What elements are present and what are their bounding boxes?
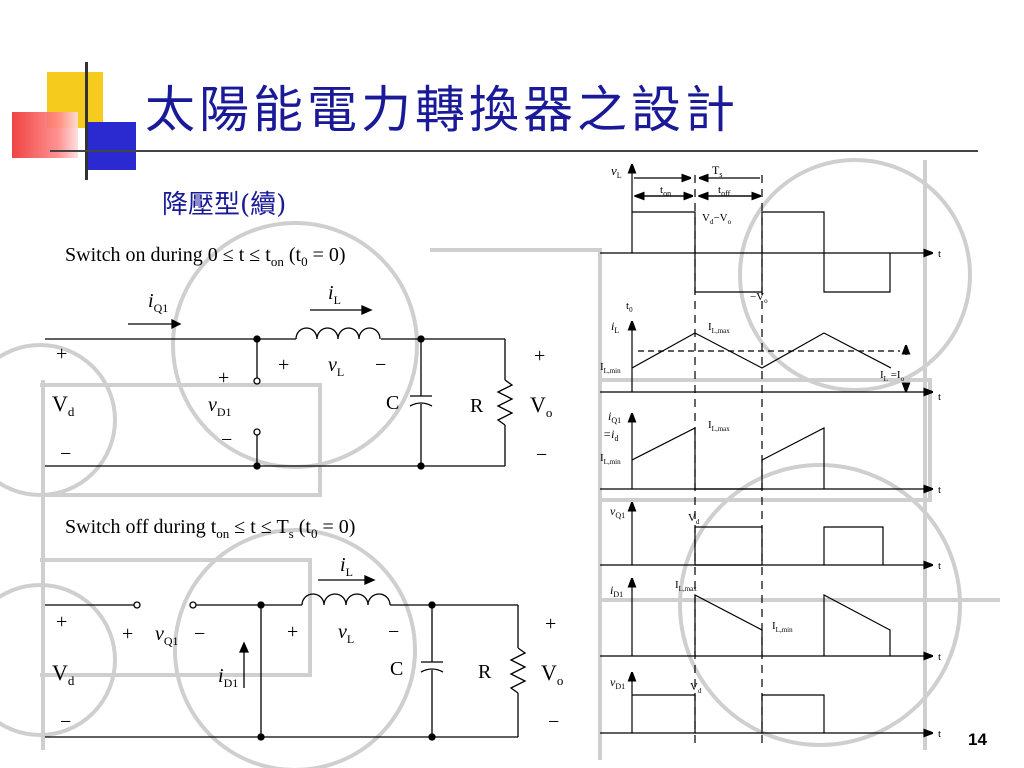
off-label-R: R [478, 661, 492, 683]
off-label-C: C [390, 658, 403, 680]
off-label-plus-right: + [545, 613, 556, 635]
label-minus-vd1: − [221, 429, 232, 451]
label-minus-left: − [60, 443, 71, 465]
slide-subtitle: 降壓型(續) [162, 190, 287, 220]
wave-label-IL-eq-Io: IL =Io [880, 369, 905, 383]
wave-axis-t-5: t [938, 651, 941, 663]
off-label-Vo: Vo [541, 660, 563, 688]
wave-label-Vd-2: Vd [690, 681, 702, 695]
off-label-minus-vl: − [388, 621, 399, 643]
circuit-switch-off: Switch off during ton ≤ t ≤ Ts (t0 = 0) … [45, 516, 563, 741]
wave-label-neg-vo: −Vo [750, 291, 768, 305]
deco-vertical-rule [85, 62, 88, 180]
wave-label-Ts: Ts [712, 163, 722, 179]
label-iQ1: iQ1 [148, 290, 168, 315]
wave-label-toff: toff [718, 184, 731, 198]
off-label-plus-vq1: + [122, 623, 133, 645]
wave-axis-t-4: t [938, 560, 941, 572]
wave-label-vQ1: vQ1 [610, 504, 625, 520]
off-label-plus-left: + [56, 611, 67, 633]
wave-label-iD1: iD1 [610, 583, 623, 599]
off-label-Vd: Vd [52, 660, 75, 688]
wave-label-ILmax-3: IL,max [675, 579, 697, 593]
label-vL: vL [328, 354, 344, 379]
label-plus-vd1: + [218, 367, 229, 389]
off-label-minus-right: − [548, 711, 559, 733]
wave-label-ILmax-2: IL,max [708, 419, 730, 433]
off-label-minus-left: − [60, 711, 71, 733]
slide-title: 太陽能電力轉換器之設計 [145, 81, 739, 139]
label-Vd: Vd [52, 391, 75, 419]
wave-label-id: =id [603, 427, 618, 443]
wave-label-vd-minus-vo: Vd−Vo [702, 212, 732, 226]
off-label-vL: vL [338, 621, 354, 646]
wave-label-vL: vL [611, 163, 622, 180]
circuit-off-caption: Switch off during ton ≤ t ≤ Ts (t0 = 0) [65, 516, 355, 541]
wave-label-t0: t0 [626, 300, 633, 314]
wave-axis-t-3: t [938, 484, 941, 496]
wave-axis-t-1: t [938, 248, 941, 260]
wave-label-iQ1: iQ1 [608, 409, 621, 425]
page-number: 14 [968, 730, 987, 749]
wave-label-ILmin-1: IL,min [600, 361, 621, 375]
circuit-on-caption: Switch on during 0 ≤ t ≤ ton (t0 = 0) [65, 244, 346, 269]
wave-label-ILmax-1: IL,max [708, 321, 730, 335]
label-R: R [470, 395, 484, 417]
label-plus-left: + [56, 343, 67, 365]
label-minus-vl: − [375, 354, 386, 376]
label-iL: iL [328, 282, 341, 307]
deco-blue-square [88, 122, 136, 170]
off-label-minus-vq1: − [194, 623, 205, 645]
waveform-panels: vL Ts ton toff Vd−Vo −Vo t0 t iL IL,max … [600, 163, 941, 745]
wave-label-Vd-1: Vd [688, 512, 700, 526]
label-plus-vl: + [278, 354, 289, 376]
wave-axis-t-6: t [938, 728, 941, 740]
wave-label-vD1: vD1 [610, 675, 625, 691]
wave-label-ILmin-2: IL,min [600, 452, 621, 466]
label-plus-right: + [534, 345, 545, 367]
label-Vo: Vo [530, 392, 552, 420]
wave-label-iL: iL [611, 319, 619, 335]
circuit-switch-on: Switch on during 0 ≤ t ≤ ton (t0 = 0) i [45, 244, 552, 470]
off-label-iL: iL [340, 554, 353, 579]
wave-label-ton: ton [660, 184, 671, 198]
wave-label-ILmin-3: IL,min [772, 620, 793, 634]
off-label-plus-vl: + [287, 621, 298, 643]
label-vD1: vD1 [208, 394, 232, 419]
label-minus-right: − [536, 444, 547, 466]
off-label-vQ1: vQ1 [155, 623, 179, 648]
off-label-iD1: iD1 [218, 665, 238, 690]
wave-axis-t-2: t [938, 391, 941, 403]
deco-horizontal-rule [50, 150, 978, 152]
label-C: C [386, 392, 399, 414]
